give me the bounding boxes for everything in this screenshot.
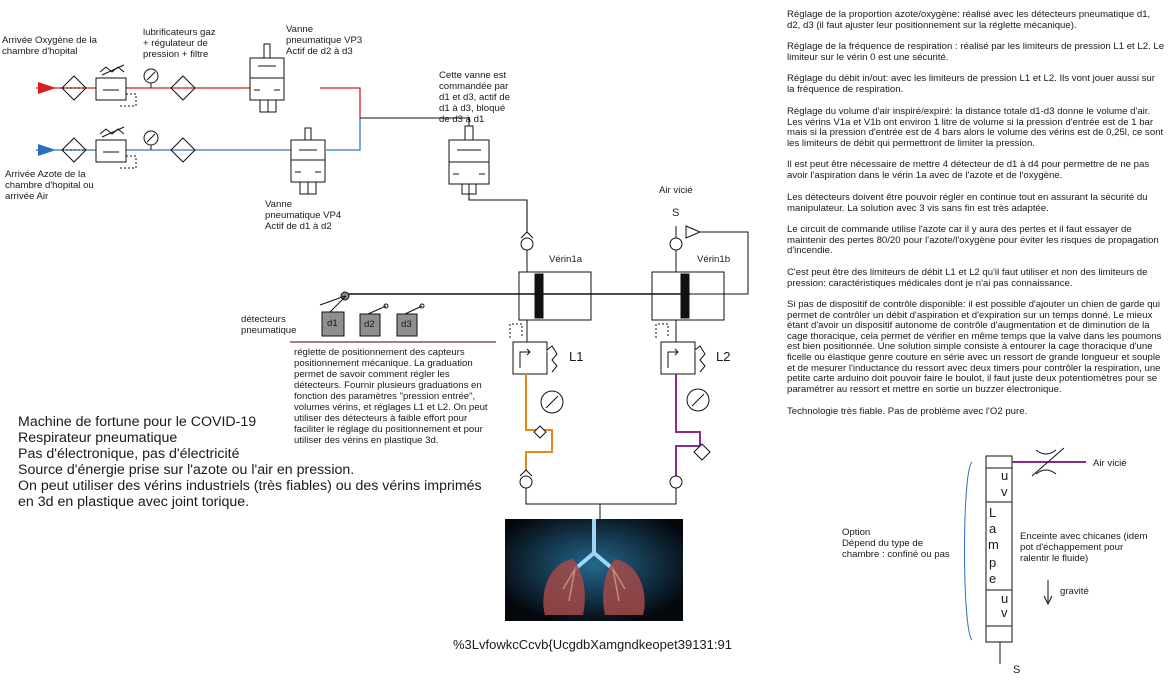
cette-vanne-5: de d3 à d1 (439, 114, 485, 125)
summary-line-6: en 3d en plastique avec joint torique. (18, 494, 250, 510)
vanne-vp3-2: pneumatique VP3 (286, 35, 363, 46)
note-9: Si pas de dispositif de contrôle disponi… (787, 299, 1162, 395)
detecteurs-2: pneumatique (241, 325, 297, 336)
lampe-m: m (988, 537, 999, 552)
valve-vp4 (290, 127, 326, 195)
footer-code: %3LvfowkcCcvb{UcgdbXamgndkeopet39131:91 (453, 637, 732, 652)
option-2: Dépend du type de (842, 538, 924, 549)
l1-label: L1 (569, 349, 584, 364)
throttle-icon (685, 225, 702, 239)
uv-top-v: v (1001, 484, 1008, 499)
summary-line-1: Machine de fortune pour le COVID-19 (18, 414, 257, 430)
cette-vanne-1: Cette vanne est (439, 70, 507, 81)
note-6: Les détecteurs doivent être pouvoir régl… (787, 192, 1148, 214)
arrivee-n2-2: chambre d'hopital ou (5, 180, 94, 191)
vanne-vp4-3: Actif de d1 à d2 (265, 221, 332, 232)
note-7: Le circuit de commande utilise l'azote c… (787, 224, 1159, 257)
arrivee-o2-1: Arrivée Oxygène de la (2, 35, 97, 46)
lampe-l: L (989, 505, 997, 520)
note-3: Réglage du débit in/out: avec les limite… (787, 73, 1155, 95)
reglette-2: positionnement mécanique. La graduation (294, 358, 473, 369)
arrivee-n2-3: arrivée Air (5, 191, 49, 202)
cette-vanne-2: commandée par (439, 81, 509, 92)
note-2: Réglage de la fréquence de respiration :… (787, 41, 1165, 63)
verin1a-label: Vérin1a (549, 254, 583, 265)
d1-label: d1 (327, 318, 338, 329)
enceinte-1: Enceinte avec chicanes (idem (1020, 531, 1148, 542)
cette-vanne-4: d1 à d3, bloqué (439, 103, 506, 114)
d2-label: d2 (364, 319, 375, 330)
valve-vp3 (249, 43, 285, 113)
summary-line-5: On peut utiliser des vérins industriels … (18, 478, 482, 494)
note-10: Technologie très fiable. Pas de problème… (787, 406, 1028, 417)
purple-line (675, 374, 701, 476)
oxygen-line-2 (320, 87, 361, 118)
air-vicie-label: Air vicié (659, 185, 693, 196)
cylinder-verin1b (651, 271, 725, 321)
reglette-4: détecteurs. Fournir plusieurs graduation… (294, 380, 482, 391)
lampe-e: e (989, 571, 997, 586)
reglette-7: utiliser des détecteurs à faible effort … (294, 413, 468, 424)
summary-line-3: Pas d'électronique, pas d'électricité (18, 446, 240, 462)
summary-line-2: Respirateur pneumatique (18, 430, 178, 446)
reglette-9: utiliser des vérins en plastique 3d. (294, 435, 439, 446)
lampe-p: p (989, 555, 997, 570)
gravite-label: gravité (1060, 586, 1089, 597)
option-1: Option (842, 527, 871, 538)
uv-top-u: u (1001, 468, 1009, 483)
note-5: Il est peut être nécessaire de mettre 4 … (787, 159, 1150, 181)
arrivee-o2-2: chambre d'hopital (2, 46, 78, 57)
arrivee-n2-1: Arrivée Azote de la (5, 169, 86, 180)
note-8: C'est peut être des limiteurs de débit L… (787, 267, 1148, 289)
option-3: chambre : confiné ou pas (842, 549, 950, 560)
valve-command (448, 125, 490, 195)
check-valve-icon-3 (519, 475, 533, 489)
enceinte-3: ralentir le fluide) (1020, 553, 1089, 564)
uv-bottom-v: v (1001, 605, 1008, 620)
check-valve-icon-4 (669, 475, 683, 489)
summary-line-4: Source d'énergie prise sur l'azote ou l'… (18, 462, 355, 478)
check-valve-icon (520, 237, 534, 251)
note-1: Réglage de la proportion azote/oxygène: … (787, 9, 1151, 31)
d3-label: d3 (401, 319, 412, 330)
lamp-enclosure (985, 455, 1013, 643)
enceinte-2: pot d'échappement pour (1020, 542, 1124, 553)
s-bottom-label: S (1013, 664, 1021, 676)
l2-label: L2 (716, 349, 731, 364)
filter-icon (61, 75, 196, 163)
detecteurs-1: détecteurs (241, 314, 286, 325)
check-valve-icon-2 (669, 237, 683, 251)
pressure-regulator (95, 64, 137, 169)
vanne-vp4-2: pneumatique VP4 (265, 210, 342, 221)
oxygen-arrow-icon (38, 82, 56, 94)
reglette-5: fonction des paramètres "pression entrée… (294, 391, 476, 402)
reglette-6: volumes vérins, et réglages L1 et L2. On… (294, 402, 488, 413)
reglette-1: réglette de positionnement des capteurs (294, 347, 465, 358)
lubrificateurs-2: + régulateur de (143, 38, 208, 49)
uv-bottom-u: u (1001, 591, 1009, 606)
vanne-vp3-3: Actif de d2 à d3 (286, 46, 353, 57)
cylinder-verin1a (518, 271, 592, 321)
cette-vanne-3: d1 et d3, actif de (439, 92, 510, 103)
spring-valve-icon (509, 323, 706, 375)
lubrificateurs-1: lubrificateurs gaz (143, 27, 216, 38)
lubrificateurs-3: pression + filtre (143, 49, 209, 60)
s-label: S (672, 207, 680, 219)
nitrogen-arrow-icon (38, 144, 56, 156)
reglette-3: permet de savoir comment régler les (294, 369, 450, 380)
nitrogen-line-2 (326, 118, 361, 151)
reglette-8: faciliter le réglage du positionnement e… (294, 424, 483, 435)
orange-line (525, 374, 553, 470)
verin1b-label: Vérin1b (697, 254, 731, 265)
vanne-vp4-1: Vanne (265, 199, 293, 210)
note-4: Réglage du volume d'air inspiré/expiré: … (787, 106, 1164, 149)
pressure-gauge-icon (143, 68, 159, 150)
option-air-vicie: Air vicié (1093, 458, 1127, 469)
vanne-vp3-1: Vanne (286, 24, 314, 35)
detectors (321, 295, 425, 337)
lampe-a: a (989, 521, 997, 536)
lungs-image (505, 519, 683, 621)
